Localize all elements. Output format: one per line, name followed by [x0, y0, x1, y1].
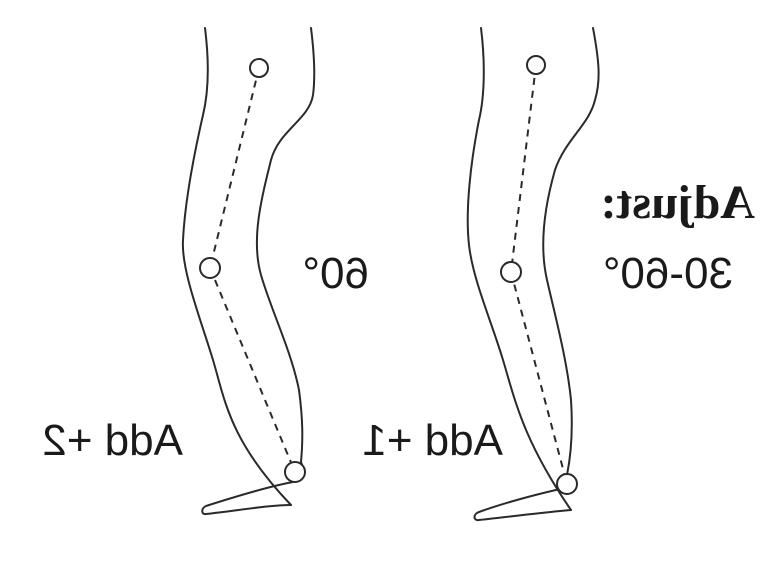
leg-add-2-thigh-axis	[209, 67, 260, 269]
leg-add-2-back-outline	[255, 27, 316, 463]
leg-add-1-hip-joint	[526, 55, 546, 75]
leg-add-1-knee-joint	[500, 261, 522, 283]
leg-add-2-ankle-joint	[284, 461, 306, 483]
leg-add-2-knee-joint	[199, 257, 221, 279]
leg-add-2-shank-axis	[209, 267, 296, 473]
label-angle-30-60: 30-60°	[603, 249, 733, 298]
label-adjust-heading: Adjust:	[600, 176, 755, 229]
leg-add-1	[466, 27, 600, 522]
label-add-2: Add +2	[42, 416, 183, 465]
leg-add-1-back-outline	[542, 27, 600, 476]
label-angle-60: 60°	[302, 249, 369, 298]
leg-add-1-front-outline	[466, 27, 572, 511]
label-add-1: Add +1	[362, 416, 503, 465]
leg-add-1-ankle-joint	[556, 473, 578, 495]
leg-add-1-thigh-axis	[510, 64, 537, 273]
leg-add-1-shank-axis	[510, 271, 568, 485]
leg-add-2-hip-joint	[249, 58, 269, 78]
leg-add-2-front-outline	[181, 27, 292, 506]
leg-add-2	[181, 27, 316, 516]
